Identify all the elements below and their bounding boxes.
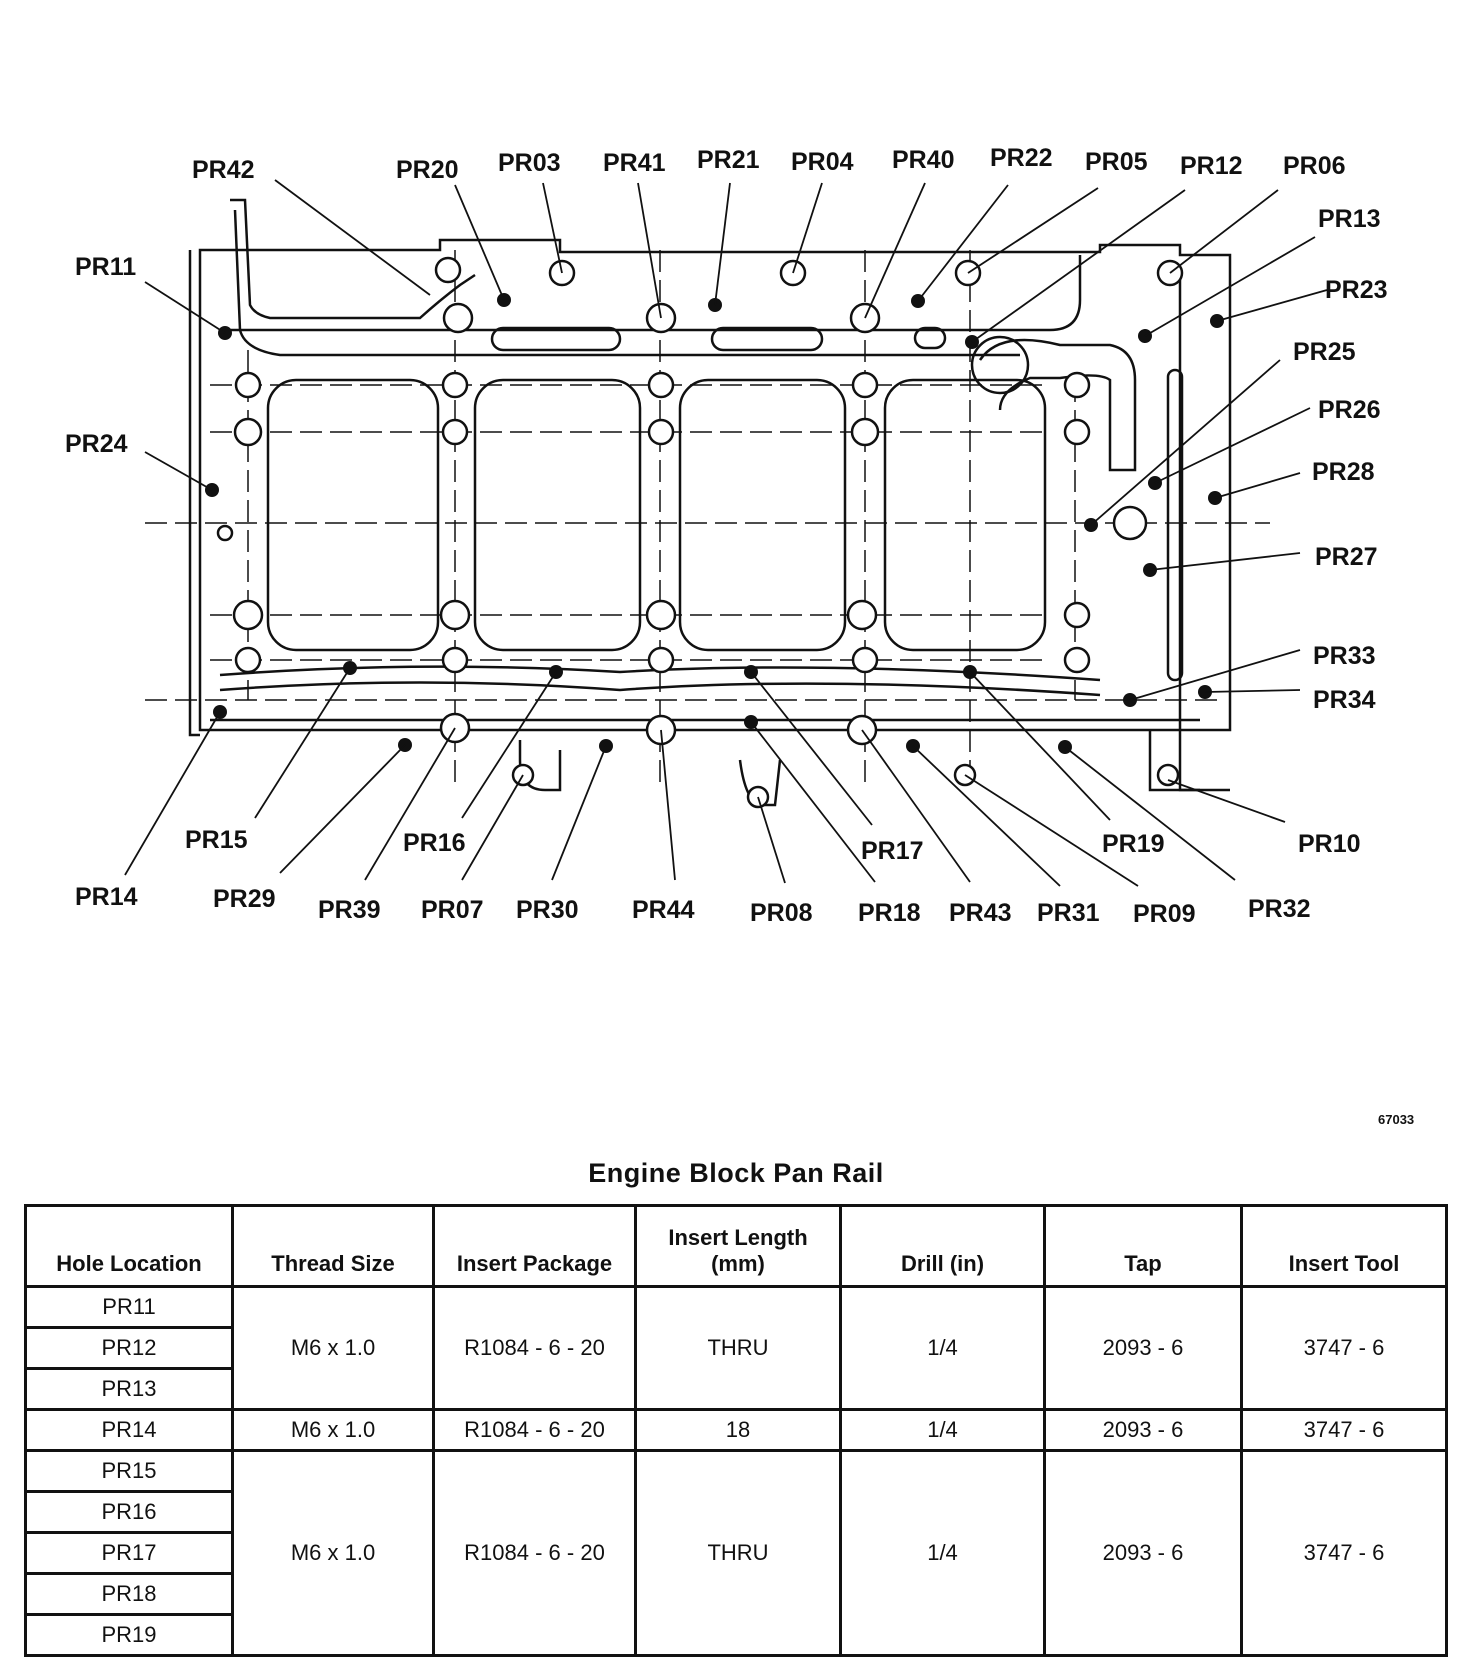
drill-cell: 1/4 <box>839 1408 1046 1452</box>
hole-cell: PR13 <box>24 1367 234 1411</box>
engine-block-outline <box>188 198 1232 807</box>
callout-pr42: PR42 <box>192 156 255 184</box>
callout-pr22: PR22 <box>990 144 1053 172</box>
callout-pr05: PR05 <box>1085 148 1148 176</box>
header-insert-package: Insert Package <box>432 1204 637 1288</box>
callout-pr16: PR16 <box>403 829 466 857</box>
table-title: Engine Block Pan Rail <box>588 1158 884 1188</box>
callout-pr11: PR11 <box>75 253 136 281</box>
callout-pr21: PR21 <box>697 146 760 174</box>
table-row: PR15 M6 x 1.0 R1084 - 6 - 20 THRU 1/4 20… <box>24 1449 1448 1657</box>
header-insert-length-line1: Insert Length <box>668 1225 808 1250</box>
callout-pr24: PR24 <box>65 430 128 458</box>
drill-cell: 1/4 <box>839 1449 1046 1657</box>
callout-pr10: PR10 <box>1298 830 1361 858</box>
hole-cell: PR19 <box>24 1613 234 1657</box>
figure-code: 67033 <box>1378 1112 1415 1127</box>
callout-pr14: PR14 <box>75 883 138 911</box>
thread-size-cell: M6 x 1.0 <box>231 1449 435 1657</box>
callout-pr06: PR06 <box>1283 152 1346 180</box>
callout-pr39: PR39 <box>318 896 381 924</box>
callout-pr29: PR29 <box>213 885 276 913</box>
callout-pr17: PR17 <box>861 837 924 865</box>
header-insert-length: Insert Length(mm) <box>634 1204 842 1288</box>
insert-tool-cell: 3747 - 6 <box>1240 1449 1448 1657</box>
insert-length-cell: THRU <box>634 1449 842 1657</box>
callout-pr03: PR03 <box>498 149 561 177</box>
tap-cell: 2093 - 6 <box>1043 1285 1243 1411</box>
hole-cell: PR11 <box>24 1285 234 1329</box>
header-insert-length-line2: (mm) <box>711 1251 765 1276</box>
callout-pr04: PR04 <box>791 148 854 176</box>
table-row: PR13 <box>24 1367 1447 1411</box>
insert-length-cell: 18 <box>634 1408 842 1452</box>
hole-cell: PR12 <box>24 1326 234 1370</box>
pan-rail-diagram: PR42 PR20 PR03 PR41 PR21 PR04 PR40 PR22 … <box>65 144 1388 928</box>
table-row: PR12 <box>24 1326 1447 1370</box>
callout-pr30: PR30 <box>516 896 579 924</box>
header-tap: Tap <box>1043 1204 1243 1288</box>
callout-pr23: PR23 <box>1325 276 1388 304</box>
callout-pr26: PR26 <box>1318 396 1381 424</box>
header-insert-tool: Insert Tool <box>1240 1204 1448 1288</box>
leader-lines <box>124 179 1328 887</box>
callout-pr32: PR32 <box>1248 895 1311 923</box>
tap-cell: 2093 - 6 <box>1043 1408 1243 1452</box>
table-row: PR11 M6 x 1.0 R1084 - 6 - 20 THRU 1/4 20… <box>24 1285 1448 1411</box>
table-row: PR18 <box>24 1572 1447 1616</box>
callout-pr20: PR20 <box>396 156 459 184</box>
thread-size-cell: M6 x 1.0 <box>231 1408 435 1452</box>
insert-length-cell: THRU <box>634 1285 842 1411</box>
thread-size-cell: M6 x 1.0 <box>231 1285 435 1411</box>
callout-pr28: PR28 <box>1312 458 1375 486</box>
callout-pr40: PR40 <box>892 146 955 174</box>
callout-pr07: PR07 <box>421 896 484 924</box>
insert-package-cell: R1084 - 6 - 20 <box>432 1449 637 1657</box>
header-drill: Drill (in) <box>839 1204 1046 1288</box>
drill-cell: 1/4 <box>839 1285 1046 1411</box>
insert-tool-cell: 3747 - 6 <box>1240 1408 1448 1452</box>
table-row: PR16 <box>24 1490 1447 1534</box>
hole-cell: PR15 <box>24 1449 234 1493</box>
hole-cell: PR14 <box>24 1408 234 1452</box>
header-hole-location: Hole Location <box>24 1204 234 1288</box>
callout-pr34: PR34 <box>1313 686 1376 714</box>
callout-pr33: PR33 <box>1313 642 1376 670</box>
table-row: PR17 <box>24 1531 1447 1575</box>
callout-pr27: PR27 <box>1315 543 1378 571</box>
insert-package-cell: R1084 - 6 - 20 <box>432 1285 637 1411</box>
callout-pr13: PR13 <box>1318 205 1381 233</box>
callout-pr15: PR15 <box>185 826 248 854</box>
table-row: PR14 M6 x 1.0 R1084 - 6 - 20 18 1/4 2093… <box>24 1408 1448 1452</box>
callout-pr25: PR25 <box>1293 338 1356 366</box>
callout-pr12: PR12 <box>1180 152 1243 180</box>
hole-cell: PR16 <box>24 1490 234 1534</box>
hole-cell: PR17 <box>24 1531 234 1575</box>
insert-package-cell: R1084 - 6 - 20 <box>432 1408 637 1452</box>
spec-table: Hole Location Thread Size Insert Package… <box>24 1204 1448 1657</box>
table-row: PR19 <box>24 1613 1447 1657</box>
callout-pr44: PR44 <box>632 896 695 924</box>
callout-pr18: PR18 <box>858 899 921 927</box>
hole-cell: PR18 <box>24 1572 234 1616</box>
callout-pr41: PR41 <box>603 149 666 177</box>
callout-pr19: PR19 <box>1102 830 1165 858</box>
table-header-row: Hole Location Thread Size Insert Package… <box>24 1204 1448 1288</box>
callout-labels: PR42 PR20 PR03 PR41 PR21 PR04 PR40 PR22 … <box>65 144 1388 928</box>
header-thread-size: Thread Size <box>231 1204 435 1288</box>
tap-cell: 2093 - 6 <box>1043 1449 1243 1657</box>
callout-pr09: PR09 <box>1133 900 1196 928</box>
callout-pr43: PR43 <box>949 899 1012 927</box>
callout-pr08: PR08 <box>750 899 813 927</box>
callout-pr31: PR31 <box>1037 899 1100 927</box>
insert-tool-cell: 3747 - 6 <box>1240 1285 1448 1411</box>
